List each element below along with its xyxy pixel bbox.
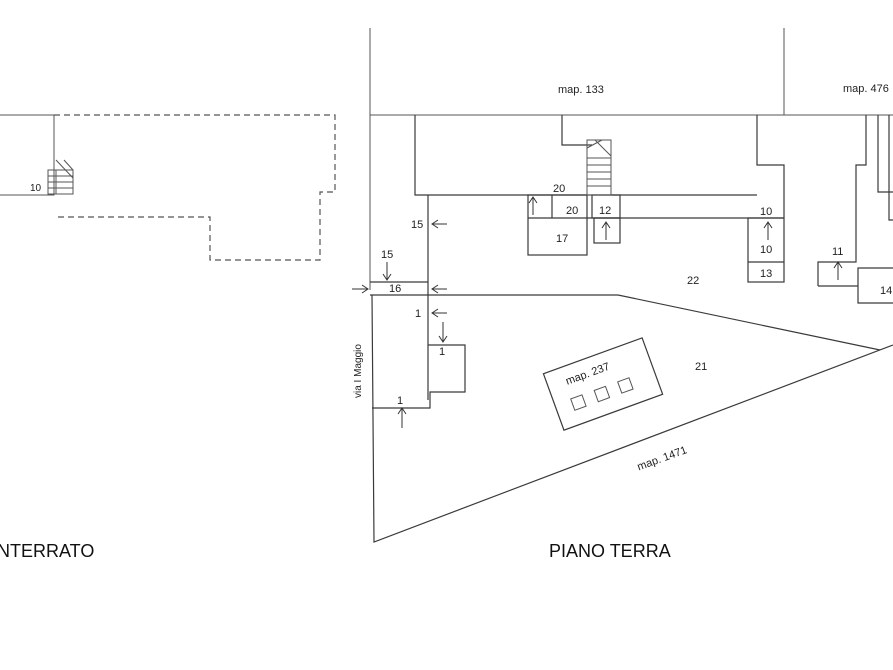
room-number: 14	[880, 285, 892, 297]
room-number: 15	[411, 219, 423, 231]
room-number: 1	[415, 308, 421, 320]
room-number: 10	[30, 183, 42, 194]
room-number: 15	[381, 249, 393, 261]
room-number: 20	[553, 183, 565, 195]
map-label-north-left: map. 133	[558, 84, 604, 96]
room-number: 10	[760, 206, 772, 218]
room-number: 22	[687, 275, 699, 287]
stair-icon	[586, 139, 612, 196]
stair-icon	[47, 159, 74, 195]
room-number: 1	[439, 346, 445, 358]
room-number: 10	[760, 244, 772, 256]
room-number: 17	[556, 233, 568, 245]
room-number: 20	[566, 205, 578, 217]
room-number: 1	[397, 395, 403, 407]
room-number: 11	[832, 246, 843, 258]
outbuilding-map-237	[542, 337, 664, 431]
room-number: 21	[695, 361, 707, 373]
room-number: 16	[389, 283, 401, 295]
map-label-south: map. 1471	[636, 444, 689, 473]
ground-floor-plan: map. 133 map. 476 map. 237 map. 1471 via…	[352, 28, 893, 543]
basement-title: INTERRATO	[0, 541, 94, 561]
map-label-outbuilding: map. 237	[564, 361, 611, 388]
map-label-north-right: map. 476	[843, 83, 889, 95]
access-arrows	[352, 196, 843, 428]
room-number: 13	[760, 268, 772, 280]
street-label: via I Maggio	[353, 344, 364, 398]
room-number: 12	[599, 205, 611, 217]
basement-plan: 10	[0, 114, 336, 261]
ground-floor-title: PIANO TERRA	[549, 541, 671, 561]
